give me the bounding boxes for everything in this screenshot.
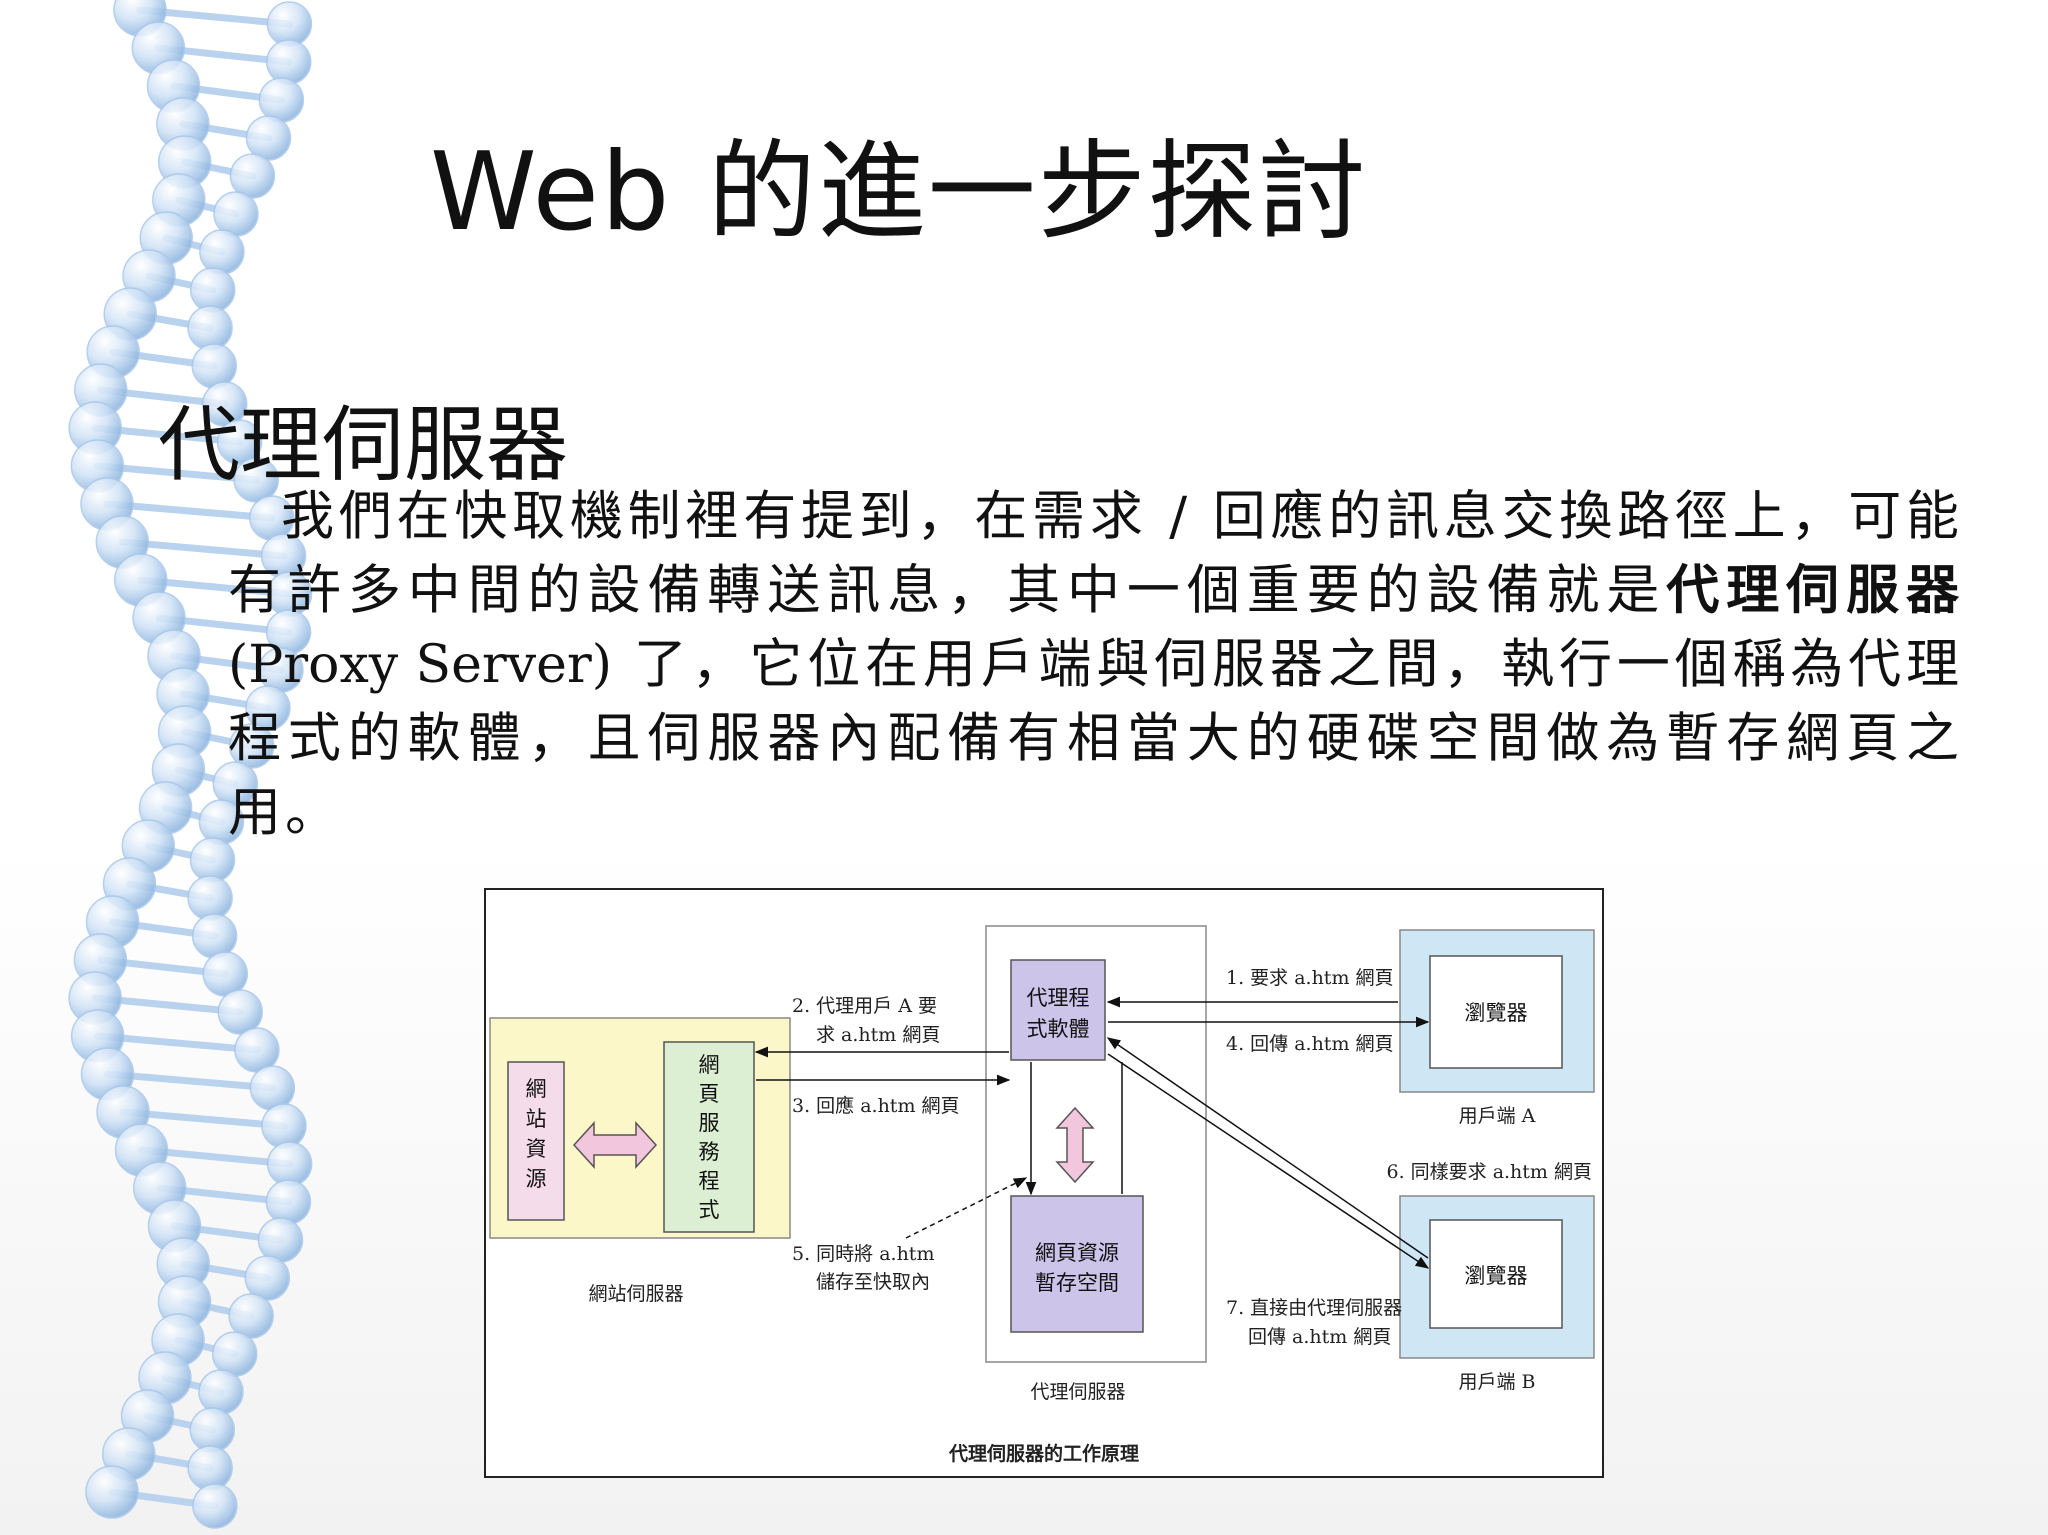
web-service-text: 網 頁 服 務 程 式	[699, 1053, 720, 1222]
exchange-double-arrow	[572, 1121, 658, 1169]
step4-label: 4. 回傳 a.htm 網頁	[1226, 1033, 1394, 1055]
web-server-label: 網站伺服器	[588, 1283, 683, 1305]
step1-label: 1. 要求 a.htm 網頁	[1226, 967, 1394, 989]
step5-label-line2: 儲存至快取內	[816, 1271, 930, 1293]
para-text-2: 了，它位在用戶端與伺服器之間，執行一個稱為代理程式的軟體，且伺服器內配備有相當大…	[228, 634, 1963, 843]
proxy-program-line: 式軟體	[1027, 1017, 1090, 1041]
client-a-browser-box	[1429, 955, 1563, 1069]
molecule-decoration	[68, 0, 313, 1529]
proxy-cache-box	[1010, 1195, 1144, 1333]
service-char: 務	[699, 1140, 720, 1164]
molecule-atom	[228, 1293, 274, 1339]
resource-char: 網	[526, 1077, 547, 1101]
step7-label-line1: 7. 直接由代理伺服器	[1226, 1297, 1402, 1319]
molecule-bond	[103, 500, 276, 522]
step5-label-line1: 5. 同時將 a.htm	[792, 1243, 934, 1265]
proxy-diagram-figure: 網 站 資 源 網 頁 服 務 程 式 網站伺服器 代理程 式軟體 網頁資源 暫…	[484, 888, 1604, 1478]
molecule-atom	[191, 913, 238, 959]
web-service-box	[663, 1041, 755, 1233]
molecule-atom	[85, 1465, 139, 1519]
resource-char: 站	[526, 1107, 547, 1131]
molecule-atom	[244, 1255, 291, 1301]
section-heading: 代理伺服器	[158, 398, 569, 493]
molecule-atom	[187, 305, 233, 351]
step7-label-line2: 回傳 a.htm 網頁	[1248, 1326, 1391, 1348]
client-b-label: 用戶端 B	[1458, 1371, 1535, 1393]
molecule-atom	[199, 229, 245, 275]
proxy-internal-double-arrow	[1055, 1106, 1095, 1184]
molecule-bond	[118, 538, 288, 560]
arrow-step7	[1107, 1053, 1430, 1269]
proxy-program-box	[1010, 959, 1106, 1061]
web-resource-box	[507, 1061, 565, 1221]
proxy-cache-line: 網頁資源	[1035, 1241, 1119, 1265]
para-bold-term: 代理伺服器	[1666, 560, 1964, 621]
slide-title: Web 的進一步探討	[430, 130, 1368, 255]
para-text-1: 我們在快取機制裡有提到，在需求 / 回應的訊息交換路徑上，可能有許多中間的設備轉…	[228, 486, 1963, 621]
proxy-diagram: 網 站 資 源 網 頁 服 務 程 式 網站伺服器 代理程 式軟體 網頁資源 暫…	[489, 925, 1595, 1465]
body-paragraph: 我們在快取機制裡有提到，在需求 / 回應的訊息交換路徑上，可能有許多中間的設備轉…	[228, 480, 1963, 850]
client-a-browser-label: 瀏覽器	[1465, 1001, 1528, 1025]
resource-char: 資	[526, 1137, 547, 1161]
molecule-atom	[198, 1369, 244, 1415]
arrow-step5-dashed	[905, 1177, 1028, 1239]
step2-label-line1: 2. 代理用戶 A 要	[792, 995, 937, 1017]
step6-label: 6. 同樣要求 a.htm 網頁	[1386, 1161, 1592, 1183]
client-b-browser-box	[1429, 1219, 1563, 1329]
molecule-atom	[187, 1445, 233, 1491]
client-b-browser-label: 瀏覽器	[1465, 1264, 1528, 1288]
proxy-cache-line: 暫存空間	[1035, 1271, 1119, 1295]
diagram-caption: 代理伺服器的工作原理	[948, 1442, 1139, 1465]
proxy-program-line: 代理程	[1027, 986, 1090, 1010]
resource-char: 源	[526, 1167, 547, 1191]
molecule-atom	[229, 153, 276, 199]
proxy-server-label: 代理伺服器	[1030, 1381, 1125, 1403]
step3-label: 3. 回應 a.htm 網頁	[792, 1094, 960, 1117]
molecule-atom	[229, 723, 275, 769]
molecule-atom	[265, 1179, 312, 1225]
arrow-step6	[1106, 1037, 1429, 1259]
molecule-atom	[261, 1103, 307, 1149]
molecule-bond	[104, 1070, 276, 1092]
molecule-atom	[249, 1065, 296, 1111]
molecule-atom	[192, 1483, 238, 1529]
service-char: 式	[699, 1198, 720, 1222]
molecule-atom	[189, 267, 236, 313]
molecule-atom	[187, 875, 233, 921]
web-resource-text: 網 站 資 源	[526, 1077, 547, 1191]
service-char: 頁	[699, 1082, 720, 1106]
service-char: 程	[699, 1169, 720, 1193]
molecule-atom	[266, 39, 312, 85]
client-a-label: 用戶端 A	[1459, 1105, 1536, 1127]
para-english-term: (Proxy Server)	[228, 635, 613, 695]
molecule-bond	[119, 1108, 288, 1130]
molecule-atom	[217, 989, 263, 1035]
molecule-atom	[216, 419, 263, 465]
service-char: 服	[699, 1111, 720, 1135]
service-char: 網	[699, 1053, 720, 1077]
step2-label-line2: 求 a.htm 網頁	[816, 1024, 940, 1046]
